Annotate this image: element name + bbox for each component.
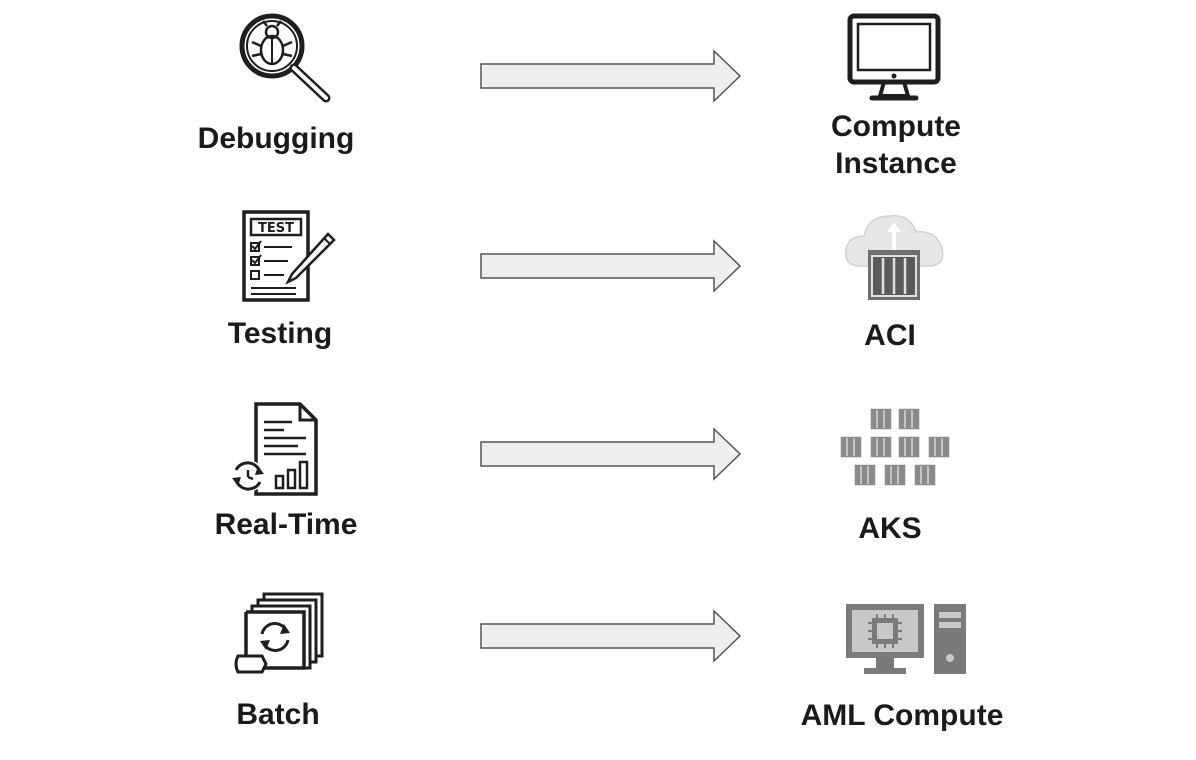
label-testing: Testing (227, 317, 333, 350)
label-batch: Batch (236, 698, 320, 731)
label-debugging: Debugging (197, 122, 355, 155)
cloud-container-icon (845, 215, 944, 300)
batch-documents-icon (234, 592, 324, 674)
svg-text:TEST: TEST (258, 221, 294, 236)
row-debugging: Debugging Compute Instance (0, 0, 1196, 180)
test-sheet-icon: TEST (242, 210, 336, 302)
label-compute-instance-line2: Instance (835, 147, 957, 180)
arrow-icon (480, 427, 742, 481)
row-real-time: Real-Time (0, 390, 1196, 570)
arrow-icon (480, 49, 742, 103)
label-aml-compute: AML Compute (800, 699, 1004, 732)
label-compute-instance: Compute Instance (776, 108, 1016, 182)
label-aci: ACI (864, 319, 916, 352)
arrow-icon (480, 609, 742, 663)
label-real-time: Real-Time (214, 508, 358, 541)
monitor-icon (847, 13, 941, 101)
row-testing: TEST Testing ACI (0, 200, 1196, 380)
label-compute-instance-line1: Compute (831, 110, 961, 143)
workstation-icon (846, 604, 966, 674)
kubernetes-cluster-icon (839, 407, 951, 487)
arrow-icon (480, 239, 742, 293)
row-batch: Batch AML Compute (0, 580, 1196, 760)
realtime-report-icon (232, 402, 318, 496)
bug-magnifier-icon (239, 13, 331, 103)
label-aks: AKS (858, 512, 922, 545)
